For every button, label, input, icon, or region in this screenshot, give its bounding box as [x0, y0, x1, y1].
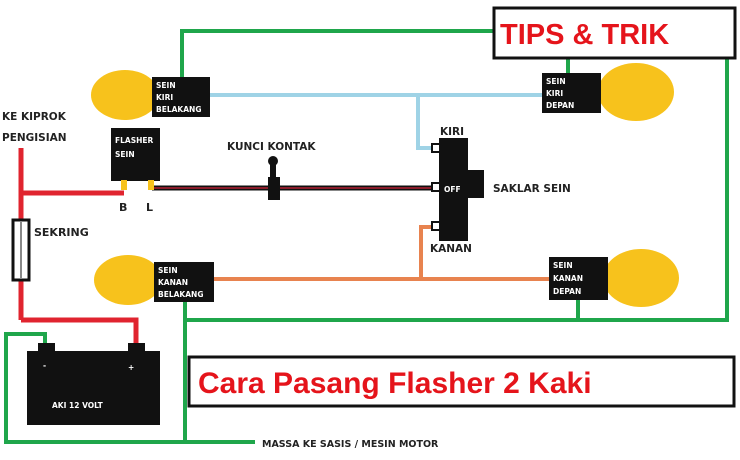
power-wires: [18, 148, 139, 348]
right-signal-wires: [213, 225, 549, 281]
lamp-label: KANAN: [553, 274, 583, 283]
left-signal-wires: [210, 93, 543, 150]
wire-kiri-switch: [416, 95, 434, 150]
lamp-rear-left: SEIN KIRI BELAKANG: [91, 70, 210, 120]
lamp-label: DEPAN: [553, 287, 581, 296]
battery-plus: +: [128, 363, 134, 372]
label-kunci-kontak: KUNCI KONTAK: [227, 141, 316, 153]
label-massa: MASSA KE SASIS / MESIN MOTOR: [262, 439, 439, 450]
ground-wire-battery: [4, 332, 185, 444]
banner-title-text: Cara Pasang Flasher 2 Kaki: [198, 367, 592, 400]
turn-signal-switch: OFF: [431, 138, 484, 241]
switch-off-label: OFF: [444, 185, 461, 194]
lamp-front-right: SEIN KANAN DEPAN: [549, 249, 679, 307]
label-kiri: KIRI: [440, 126, 464, 138]
lamp-label: BELAKANG: [158, 290, 203, 299]
banner-tips-text: TIPS & TRIK: [500, 19, 669, 51]
banner-tips-trik: TIPS & TRIK: [492, 6, 737, 60]
battery: - + AKI 12 VOLT: [27, 343, 160, 425]
lamp-label: DEPAN: [546, 101, 574, 110]
flasher-label-1: FLASHER: [115, 136, 154, 145]
label-saklar-sein: SAKLAR SEIN: [493, 183, 571, 195]
ignition-key-icon: [268, 156, 280, 200]
flasher-label-2: SEIN: [115, 150, 135, 159]
lamp-label: KANAN: [158, 278, 188, 287]
battery-label: AKI 12 VOLT: [52, 401, 104, 410]
lamp-label: KIRI: [156, 93, 173, 102]
battery-minus: -: [43, 361, 46, 370]
terminal-l: L: [146, 201, 153, 214]
label-sekring: SEKRING: [34, 226, 89, 239]
wire-battery-plus: [21, 317, 139, 348]
wire-kanan-switch: [419, 225, 434, 279]
lamp-label: SEIN: [553, 261, 573, 270]
lamp-label: BELAKANG: [156, 105, 201, 114]
label-kanan: KANAN: [430, 243, 472, 255]
lamp-label: KIRI: [546, 89, 563, 98]
lamp-front-left: SEIN KIRI DEPAN: [542, 63, 674, 121]
lamp-rear-right: SEIN KANAN BELAKANG: [94, 255, 214, 305]
lamp-label: SEIN: [156, 81, 176, 90]
terminal-b: B: [119, 201, 127, 214]
fuse: [11, 218, 31, 282]
lamp-label: SEIN: [158, 266, 178, 275]
banner-title: Cara Pasang Flasher 2 Kaki: [187, 355, 736, 408]
label-kiprok-2: PENGISIAN: [2, 132, 67, 144]
lamp-label: SEIN: [546, 77, 566, 86]
flasher-relay: FLASHER SEIN: [111, 128, 160, 190]
label-kiprok-1: KE KIPROK: [2, 111, 67, 123]
